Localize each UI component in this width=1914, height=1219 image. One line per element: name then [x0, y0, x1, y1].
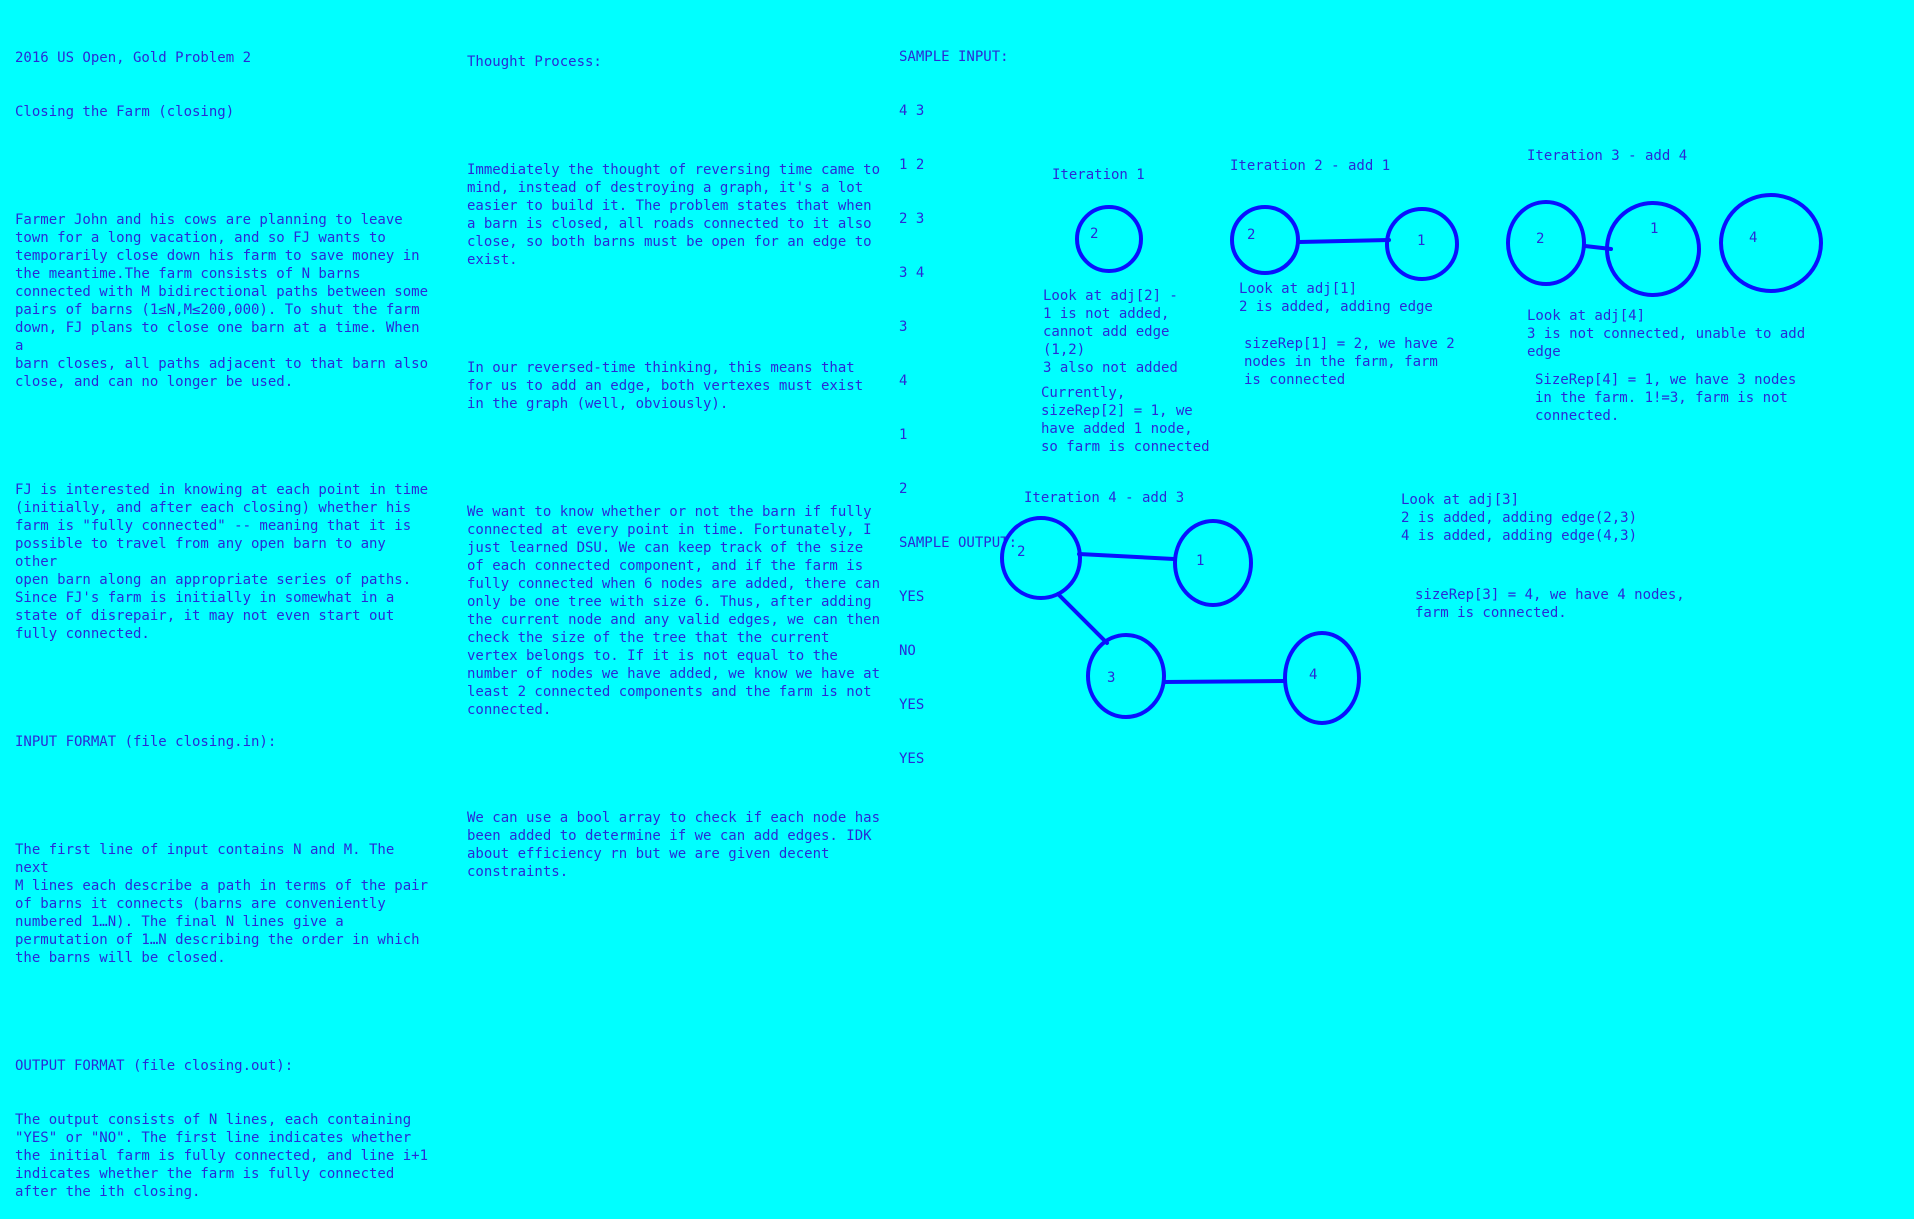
iteration-4-graph: 2 1 3 4 [1000, 516, 1361, 725]
node-label: 2 [1536, 231, 1544, 247]
node-circle [1075, 205, 1143, 273]
iteration-2-status: sizeRep[1] = 2, we have 2 nodes in the f… [1244, 336, 1455, 388]
thought-paragraph: We want to know whether or not the barn … [467, 504, 881, 718]
iteration-4-note: Look at adj[3] 2 is added, adding edge(2… [1401, 492, 1638, 544]
input-format-heading: INPUT FORMAT (file closing.in): [15, 734, 277, 750]
sample-input-line: 3 4 [899, 265, 925, 281]
node-circle [1000, 516, 1082, 600]
graph-diagram: 2 2 1 2 1 4 2 1 3 4 [1000, 193, 1823, 725]
iteration-3-graph: 2 1 4 [1506, 193, 1823, 297]
sample-output-line: YES [899, 697, 925, 713]
output-format-heading: OUTPUT FORMAT (file closing.out): [15, 1058, 294, 1074]
node-circle [1605, 201, 1701, 297]
iteration-3-note: Look at adj[4] 3 is not connected, unabl… [1527, 308, 1806, 360]
node-circle [1506, 200, 1586, 286]
thought-paragraph: In our reversed-time thinking, this mean… [467, 360, 864, 412]
sample-input-line: 2 [899, 481, 908, 497]
iteration-3-status: SizeRep[4] = 1, we have 3 nodes in the f… [1535, 372, 1797, 424]
node-label: 4 [1749, 230, 1757, 246]
output-format-text: The output consists of N lines, each con… [15, 1112, 429, 1200]
problem-paragraph: FJ is interested in knowing at each poin… [15, 482, 429, 642]
node-label: 2 [1247, 227, 1255, 243]
iteration-2-note: Look at adj[1] 2 is added, adding edge [1239, 281, 1433, 315]
node-label: 2 [1090, 226, 1098, 242]
edge-line [1297, 238, 1391, 244]
node-circle [1230, 205, 1300, 275]
sample-input-line: 3 [899, 319, 908, 335]
node-circle [1283, 631, 1361, 725]
iteration-1-graph: 2 [1075, 205, 1143, 273]
node-label: 1 [1650, 221, 1658, 237]
thought-process: Thought Process: Immediately the thought… [467, 17, 887, 899]
node-circle [1086, 633, 1166, 719]
node-label: 1 [1417, 233, 1425, 249]
iteration-1-status: Currently, sizeRep[2] = 1, we have added… [1041, 385, 1210, 455]
node-circle [1385, 207, 1459, 281]
iteration-2-title: Iteration 2 - add 1 [1230, 158, 1391, 174]
sample-input-line: 2 3 [899, 211, 925, 227]
edge-line [1077, 552, 1176, 561]
node-circle [1173, 519, 1253, 607]
sample-output-line: NO [899, 643, 916, 659]
problem-title: 2016 US Open, Gold Problem 2 [15, 50, 252, 66]
node-label: 3 [1107, 670, 1115, 686]
node-label: 4 [1309, 667, 1317, 683]
iteration-2-graph: 2 1 [1230, 205, 1459, 281]
thought-paragraph: Immediately the thought of reversing tim… [467, 162, 881, 268]
sample-input-line: 4 [899, 373, 908, 389]
problem-subtitle: Closing the Farm (closing) [15, 104, 235, 120]
edge-line [1056, 592, 1109, 645]
edge-line [1162, 679, 1286, 684]
iteration-4-status: sizeRep[3] = 4, we have 4 nodes, farm is… [1415, 587, 1685, 621]
iteration-1-title: Iteration 1 [1052, 167, 1145, 183]
iteration-3-title: Iteration 3 - add 4 [1527, 148, 1688, 164]
node-circle [1719, 193, 1823, 293]
node-label: 1 [1196, 553, 1204, 569]
sample-input-label: SAMPLE INPUT: [899, 49, 1009, 65]
iteration-1-note: Look at adj[2] - 1 is not added, cannot … [1043, 288, 1178, 376]
sample-output-line: YES [899, 751, 925, 767]
iteration-4-title: Iteration 4 - add 3 [1024, 490, 1185, 506]
sample-input-line: 1 [899, 427, 908, 443]
sample-output-line: YES [899, 589, 925, 605]
thought-heading: Thought Process: [467, 54, 602, 70]
problem-paragraph: Farmer John and his cows are planning to… [15, 212, 429, 390]
sample-input-line: 4 3 [899, 103, 925, 119]
node-label: 2 [1017, 544, 1025, 560]
sample-input-line: 1 2 [899, 157, 925, 173]
